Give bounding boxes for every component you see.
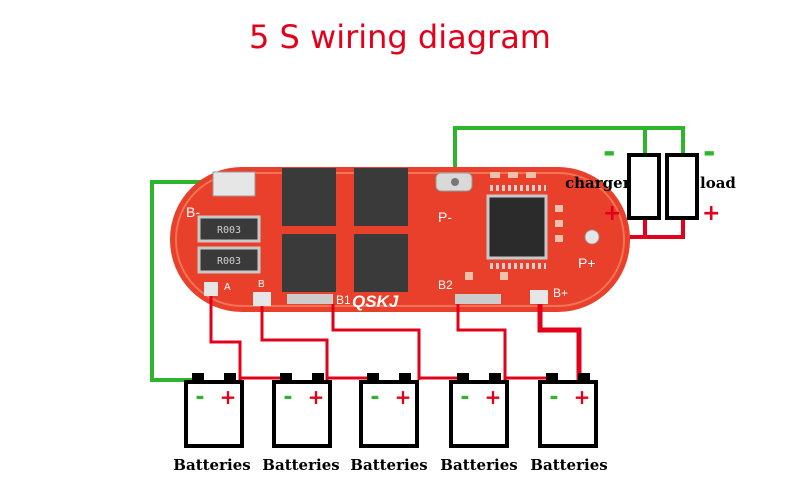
mosfet-1 (282, 168, 336, 226)
load-negative-wire (453, 126, 685, 185)
charger-plus-sign: + (603, 201, 621, 226)
resistor-2-code: R003 (217, 256, 241, 267)
battery-plus-sign: + (485, 385, 502, 409)
label-b-plus: B+ (553, 286, 568, 300)
balance-wire-a (209, 296, 242, 380)
label-b-minus: B- (186, 204, 200, 220)
label-b2: B2 (438, 278, 453, 292)
battery-body (184, 380, 244, 448)
charger-symbol (627, 153, 661, 220)
balance-wire-b2 (456, 304, 507, 380)
battery-positive-terminal (489, 373, 501, 382)
pad-b (253, 292, 271, 306)
resistor-1-code: R003 (217, 225, 241, 236)
battery-negative-terminal (367, 373, 379, 382)
battery-body (449, 380, 509, 448)
pad-p-minus-hole (451, 178, 459, 186)
battery-positive-terminal (578, 373, 590, 382)
smd-component (508, 172, 518, 178)
battery-label-3: Batteries (350, 456, 428, 474)
charger-label: charger (565, 174, 631, 192)
board-brand-logo: QSKJ (352, 292, 399, 311)
pad-b2 (455, 294, 501, 304)
label-b1: B1 (336, 293, 351, 307)
battery-negative-terminal (280, 373, 292, 382)
main-positive-wire (537, 304, 582, 380)
battery-negative-terminal (546, 373, 558, 382)
mosfet-2 (354, 168, 408, 226)
pad-a (204, 282, 218, 296)
battery-minus-sign: - (549, 385, 558, 410)
battery-group: -+-+-+-+-+ (184, 373, 598, 448)
battery-body (359, 380, 419, 448)
battery-plus-sign: + (308, 385, 325, 409)
pad-b1 (287, 294, 333, 304)
smd-component (465, 272, 473, 280)
pad-b-plus (530, 290, 548, 304)
smd-component (500, 272, 508, 280)
smd-component (490, 172, 500, 178)
label-p-minus: P- (438, 209, 452, 225)
label-p-plus: P+ (578, 255, 596, 271)
resistor-2 (197, 246, 261, 274)
load-symbol (665, 153, 699, 220)
battery-label-1: Batteries (173, 456, 251, 474)
smd-component (526, 172, 536, 178)
smd-component (555, 205, 563, 212)
balance-wire-b1 (331, 304, 421, 380)
smd-component (555, 235, 563, 242)
battery-negative-terminal (192, 373, 204, 382)
balance-wire-b (260, 306, 329, 380)
battery-minus-sign: - (370, 385, 379, 410)
load-minus-sign: - (703, 135, 715, 170)
battery-negative-terminal (457, 373, 469, 382)
battery-plus-sign: + (395, 385, 412, 409)
battery-label-5: Batteries (530, 456, 608, 474)
battery-label-4: Batteries (440, 456, 518, 474)
pad-b-minus (212, 171, 256, 197)
load-plus-sign: + (702, 201, 720, 226)
battery-negative-wire (150, 180, 222, 382)
mosfet-4 (354, 234, 408, 292)
diagram-title: 5 S wiring diagram (249, 18, 551, 56)
label-b: B (258, 279, 265, 290)
pad-p-plus (584, 229, 600, 245)
battery-minus-sign: - (195, 385, 204, 410)
battery-positive-terminal (399, 373, 411, 382)
battery-minus-sign: - (283, 385, 292, 410)
battery-positive-terminal (224, 373, 236, 382)
resistor-1 (197, 215, 261, 243)
load-label: load (700, 174, 736, 192)
battery-minus-sign: - (460, 385, 469, 410)
control-ic (486, 194, 548, 260)
battery-label-2: Batteries (262, 456, 340, 474)
battery-body (538, 380, 598, 448)
battery-plus-sign: + (574, 385, 591, 409)
charger-minus-sign: - (603, 135, 615, 170)
battery-positive-terminal (312, 373, 324, 382)
mosfet-3 (282, 234, 336, 292)
label-a: A (224, 282, 231, 293)
battery-plus-sign: + (220, 385, 237, 409)
battery-body (272, 380, 332, 448)
smd-component (555, 220, 563, 227)
